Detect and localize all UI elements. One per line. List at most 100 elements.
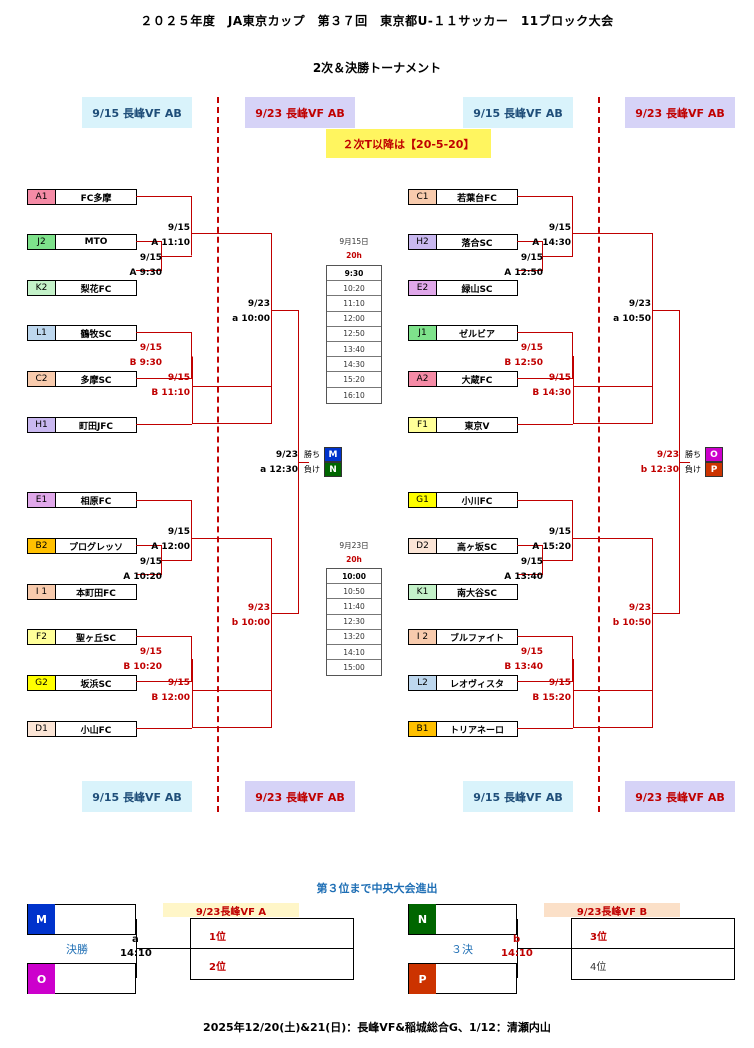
bracket-line bbox=[136, 636, 192, 682]
team-code: H2 bbox=[409, 235, 437, 249]
final-venue: 9/23長峰VF A bbox=[163, 903, 299, 918]
schedule-time: 14:10 bbox=[327, 645, 381, 661]
team-code: E2 bbox=[409, 281, 437, 295]
bracket-line bbox=[192, 538, 272, 691]
bracket-line bbox=[192, 356, 272, 424]
team-name: MTO bbox=[84, 237, 108, 247]
team-name: 鶴牧SC bbox=[80, 329, 112, 340]
bracket-line bbox=[136, 196, 192, 256]
rank-1: 1位 bbox=[209, 932, 226, 943]
final-ranking-box bbox=[190, 918, 354, 980]
third-time: 14:10 bbox=[501, 948, 533, 959]
final-time: 14:10 bbox=[120, 948, 152, 959]
bracket-line bbox=[517, 728, 573, 729]
team-code: I 1 bbox=[28, 585, 56, 599]
team-code: E1 bbox=[28, 493, 56, 507]
team-entry: D2 高ヶ坂SC bbox=[408, 538, 518, 554]
team-code: F2 bbox=[28, 630, 56, 644]
bracket-line bbox=[517, 636, 573, 682]
venue-label: 9/23 長峰VF AB bbox=[245, 97, 355, 128]
team-code: F1 bbox=[409, 418, 437, 432]
team-name: 町田JFC bbox=[78, 421, 114, 432]
loser-row: 負け N bbox=[304, 462, 342, 477]
third-venue: 9/23長峰VF B bbox=[544, 903, 680, 918]
rank-2: 2位 bbox=[209, 962, 226, 973]
venue-label: 9/23 長峰VF AB bbox=[625, 97, 735, 128]
team-name: 梨花FC bbox=[80, 284, 112, 295]
team-entry: D1 小山FC bbox=[27, 721, 137, 737]
schedule-date: 9月23日 bbox=[339, 541, 369, 550]
final-slot bbox=[27, 963, 136, 994]
bracket-line bbox=[192, 233, 272, 387]
rank-3: 3位 bbox=[590, 932, 607, 943]
team-code: G1 bbox=[409, 493, 437, 507]
page-subtitle: 2次＆決勝トーナメント bbox=[312, 61, 442, 75]
finals-heading: 第３位まで中央大会進出 bbox=[316, 882, 438, 895]
team-name: ブルファイト bbox=[449, 633, 504, 644]
page-title: ２０２５年度 JA東京カップ 第３７回 東京都U-１１サッカー 11ブロック大会 bbox=[140, 14, 614, 28]
loser-row: 負け P bbox=[685, 462, 723, 477]
venue-label: 9/15 長峰VF AB bbox=[463, 781, 573, 812]
schedule-time: 14:30 bbox=[327, 357, 381, 373]
divider bbox=[598, 97, 600, 812]
team-name: ゼルビア bbox=[458, 329, 495, 340]
bracket-line bbox=[136, 728, 192, 729]
schedule-time: 10:50 bbox=[327, 584, 381, 600]
winner-badge-O: O bbox=[705, 447, 723, 462]
bracket-line bbox=[162, 560, 192, 561]
team-code: A2 bbox=[409, 372, 437, 386]
final-slot-code: a bbox=[132, 934, 139, 945]
final-team-O: O bbox=[28, 964, 55, 994]
team-code: D2 bbox=[409, 539, 437, 553]
team-name: 高ヶ坂SC bbox=[456, 542, 498, 553]
footer-note: 2025年12/20(土)&21(日)：長峰VF&稲城総合G、1/12：清瀬内山 bbox=[203, 1021, 551, 1034]
team-entry: I 1 本町田FC bbox=[27, 584, 137, 600]
team-name: 小山FC bbox=[80, 725, 112, 736]
venue-label: 9/23 長峰VF AB bbox=[245, 781, 355, 812]
final-slot bbox=[27, 904, 136, 935]
team-code: C1 bbox=[409, 190, 437, 204]
team-entry: F2 聖ヶ丘SC bbox=[27, 629, 137, 645]
team-name: プログレッソ bbox=[68, 542, 123, 553]
bracket-line bbox=[192, 659, 272, 728]
winner-row: 勝ち M bbox=[304, 447, 342, 462]
team-entry: L1 鶴牧SC bbox=[27, 325, 137, 341]
team-name: FC多摩 bbox=[80, 193, 112, 204]
team-code: G2 bbox=[28, 676, 56, 690]
third-label: ３決 bbox=[451, 943, 473, 956]
schedule-time: 12:30 bbox=[327, 615, 381, 630]
team-name: 本町田FC bbox=[76, 588, 116, 599]
team-code: J1 bbox=[409, 326, 437, 340]
venue-label: 9/23 長峰VF AB bbox=[625, 781, 735, 812]
team-code: B2 bbox=[28, 539, 56, 553]
team-entry: H2 落合SC bbox=[408, 234, 518, 250]
team-code: L1 bbox=[28, 326, 56, 340]
bracket-line bbox=[517, 241, 543, 271]
team-name: 落合SC bbox=[461, 238, 493, 249]
team-name: 多摩SC bbox=[80, 375, 112, 386]
third-slot bbox=[408, 904, 517, 935]
team-code: D1 bbox=[28, 722, 56, 736]
team-name: 聖ヶ丘SC bbox=[75, 633, 117, 644]
match-format-note: ２次T以降は【20-5-20】 bbox=[326, 129, 491, 158]
bracket-line bbox=[573, 659, 653, 728]
bracket-line bbox=[136, 241, 162, 271]
bracket-line bbox=[573, 233, 653, 387]
